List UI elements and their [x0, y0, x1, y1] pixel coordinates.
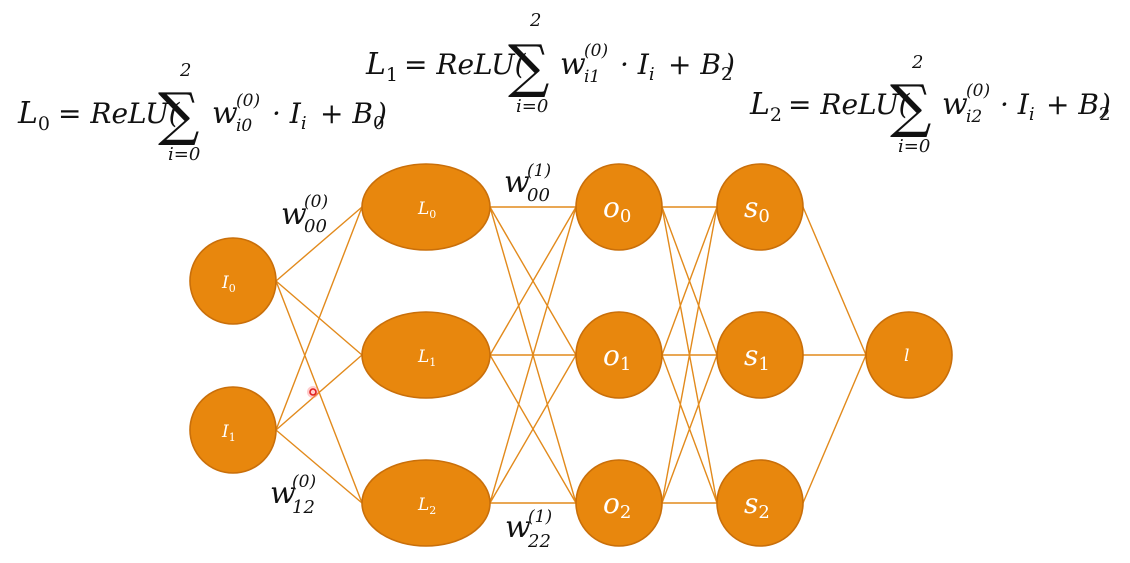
svg-text:): ) — [375, 97, 387, 130]
svg-text:· Ii: · Ii — [272, 97, 307, 134]
edge-I0-L0 — [275, 206, 363, 282]
node-o2: o2 — [575, 459, 663, 547]
svg-text:w: w — [942, 87, 968, 122]
node-L2: L2 — [361, 459, 491, 547]
svg-text:s0: s0 — [744, 191, 770, 227]
svg-text:(1): (1) — [527, 161, 551, 181]
svg-text:s2: s2 — [744, 487, 770, 523]
svg-text:= ReLU(: = ReLU( — [788, 88, 911, 121]
node-I1: I1 — [189, 386, 277, 474]
svg-text:· Ii: · Ii — [620, 48, 655, 85]
svg-text:+ B2: + B2 — [1046, 88, 1110, 125]
svg-text:00: 00 — [527, 185, 550, 206]
svg-text:L2: L2 — [749, 87, 782, 126]
svg-text:I0: I0 — [221, 273, 236, 295]
node-s0: s0 — [716, 163, 804, 251]
svg-text:i=0: i=0 — [898, 136, 930, 157]
weight-label-w12-0: w (0) 12 — [270, 472, 316, 518]
edge-I1-L2 — [275, 429, 363, 504]
svg-text:L0: L0 — [17, 96, 50, 135]
svg-text:o2: o2 — [603, 487, 631, 523]
svg-text:(0): (0) — [292, 472, 316, 492]
svg-text:2: 2 — [179, 60, 191, 81]
svg-text:L2: L2 — [417, 495, 436, 517]
svg-text:= ReLU(: = ReLU( — [404, 48, 527, 81]
svg-text:∑: ∑ — [158, 80, 199, 148]
edge-L2-o1 — [489, 354, 577, 504]
weight-label-w00-1: w (1) 00 — [504, 161, 551, 206]
svg-text:L1: L1 — [365, 47, 398, 86]
svg-text:o0: o0 — [603, 191, 631, 227]
svg-text:· Ii: · Ii — [1000, 88, 1035, 125]
svg-text:L1: L1 — [417, 347, 436, 369]
node-I0: I0 — [189, 237, 277, 325]
svg-text:(0): (0) — [236, 91, 260, 111]
svg-text:): ) — [1099, 88, 1111, 121]
svg-text:): ) — [723, 48, 735, 81]
svg-text:= ReLU(: = ReLU( — [58, 97, 181, 130]
node-L0: L0 — [361, 163, 491, 251]
node-s1: s1 — [716, 311, 804, 399]
edge-o2-s0 — [661, 206, 718, 504]
edge-L2-o0 — [489, 206, 577, 504]
svg-text:l: l — [904, 346, 909, 366]
node-l: l — [865, 311, 953, 399]
svg-text:22: 22 — [527, 531, 551, 552]
svg-text:w: w — [560, 47, 586, 82]
svg-text:(0): (0) — [966, 81, 990, 101]
edge-s2-l — [802, 354, 867, 504]
svg-text:i1: i1 — [584, 67, 600, 87]
svg-text:w: w — [270, 476, 296, 511]
edges — [275, 206, 867, 504]
edge-o2-s1 — [661, 354, 718, 504]
svg-text:∑: ∑ — [508, 32, 549, 100]
edge-o1-s0 — [661, 206, 718, 356]
node-L1: L1 — [361, 311, 491, 399]
svg-text:(0): (0) — [304, 192, 328, 212]
equation-L2: L2 = ReLU( 2 ∑ i=0 w (0) i2 · Ii + B2 ) — [749, 52, 1111, 157]
node-o0: o0 — [575, 163, 663, 251]
svg-text:2: 2 — [911, 52, 923, 73]
svg-text:w: w — [281, 197, 307, 232]
svg-text:∑: ∑ — [890, 72, 931, 140]
svg-text:12: 12 — [292, 497, 315, 518]
edge-I1-L0 — [275, 206, 363, 431]
edge-s0-l — [802, 206, 867, 356]
svg-text:+ B0: + B0 — [320, 97, 384, 134]
equation-L0: L0 = ReLU( 2 ∑ i=0 w (0) i0 · Ii + B0 ) — [17, 60, 387, 165]
equation-L1: L1 = ReLU( 2 ∑ i=0 w (0) i1 · Ii + B2 ) — [365, 10, 735, 117]
node-s2: s2 — [716, 459, 804, 547]
node-o1: o1 — [575, 311, 663, 399]
svg-text:o1: o1 — [603, 339, 631, 375]
svg-text:(1): (1) — [528, 507, 552, 527]
svg-text:I1: I1 — [221, 422, 236, 444]
svg-text:00: 00 — [304, 216, 327, 237]
svg-text:w: w — [504, 165, 530, 200]
svg-text:2: 2 — [529, 10, 541, 31]
weight-label-w22-1: w (1) 22 — [505, 507, 552, 552]
svg-text:i0: i0 — [236, 116, 252, 136]
svg-text:i2: i2 — [966, 107, 982, 127]
svg-text:s1: s1 — [744, 339, 770, 375]
cursor-indicator — [307, 386, 319, 398]
svg-text:i=0: i=0 — [516, 96, 548, 117]
svg-text:w: w — [212, 96, 238, 131]
svg-text:w: w — [505, 510, 531, 545]
edge-L1-o0 — [489, 206, 577, 356]
weight-label-w00-0: w (0) 00 — [281, 192, 328, 237]
svg-text:+ B2: + B2 — [668, 48, 732, 85]
edge-I1-L1 — [275, 354, 363, 431]
svg-text:L0: L0 — [417, 199, 436, 221]
svg-text:i=0: i=0 — [168, 144, 200, 165]
svg-text:(0): (0) — [584, 41, 608, 61]
